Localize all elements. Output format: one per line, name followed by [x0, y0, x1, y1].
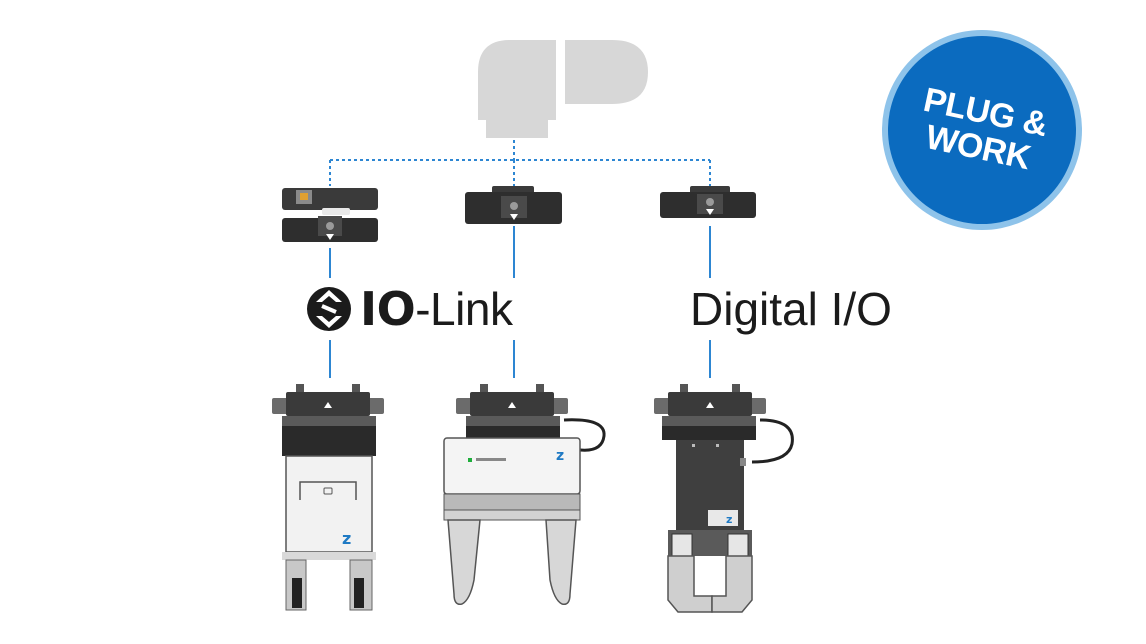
- z-brand-icon: z: [342, 529, 351, 548]
- robot-arm-icon: [478, 40, 648, 138]
- z-brand-icon: z: [556, 448, 564, 464]
- badge-text: PLUG & WORK: [913, 81, 1051, 179]
- gripper-center: z: [443, 384, 606, 606]
- network-bus: [329, 140, 711, 186]
- adapter-center: [465, 186, 562, 224]
- connection-lines: [329, 226, 711, 378]
- gripper-digital-io: z: [654, 384, 794, 613]
- z-brand-icon: z: [726, 513, 732, 526]
- io-link-label: IO-Link: [360, 282, 513, 336]
- plug-and-work-badge: PLUG & WORK: [888, 36, 1076, 224]
- io-link-logo-icon: [307, 287, 351, 331]
- io-link-label-rest: -Link: [415, 283, 513, 335]
- gripper-io-link: z: [272, 384, 384, 611]
- digital-io-label: Digital I/O: [690, 283, 892, 335]
- adapter-digital-io: [660, 186, 756, 218]
- adapter-io-link: [282, 188, 378, 242]
- io-link-label-bold: IO: [360, 282, 416, 336]
